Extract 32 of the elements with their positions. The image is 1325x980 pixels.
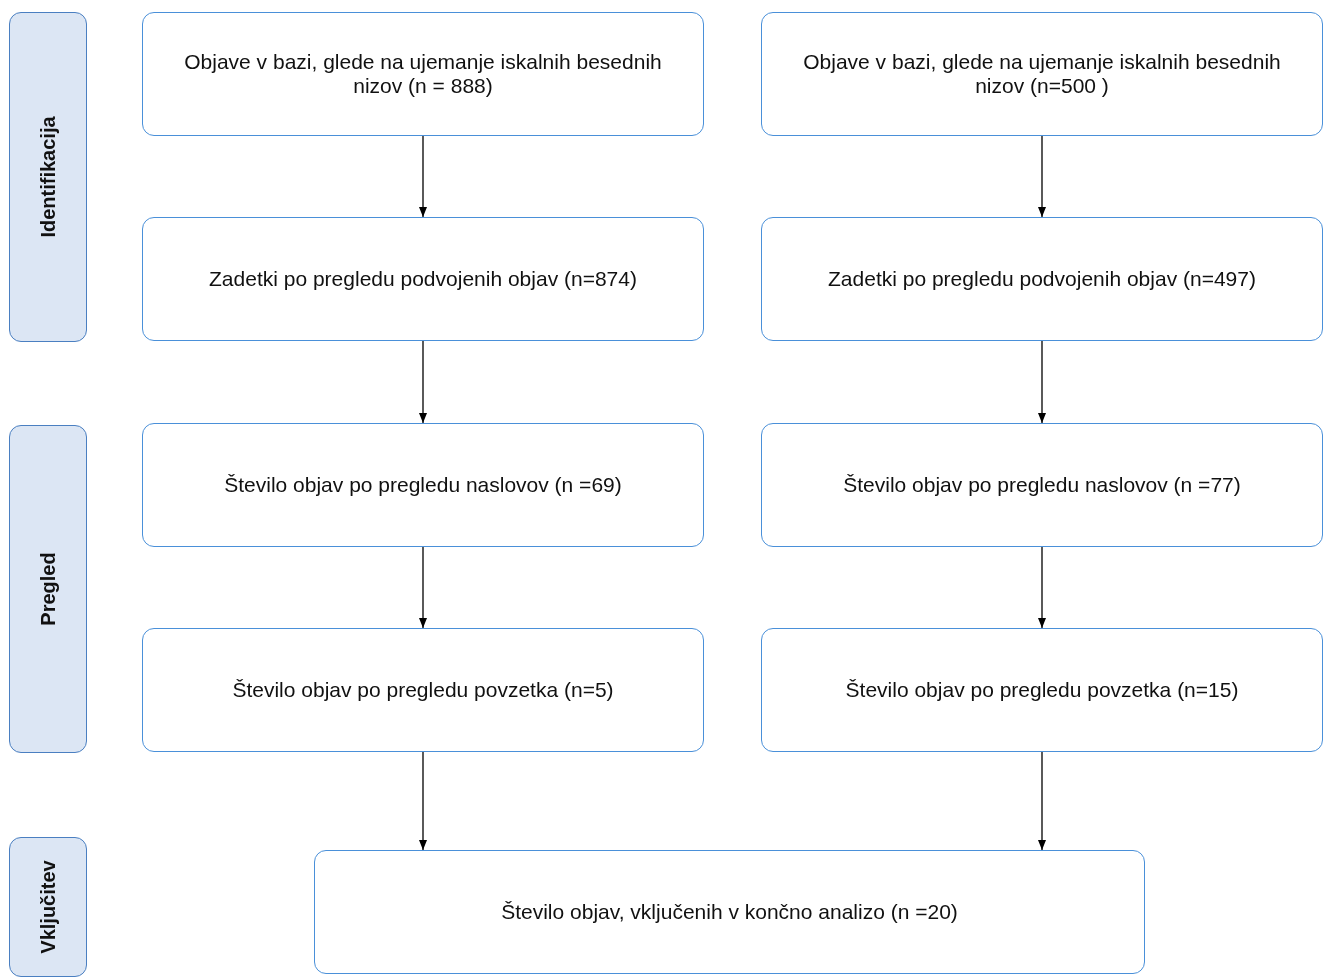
phase-label: Pregled [36,552,60,626]
arrow [1038,135,1046,218]
box-text: Zadetki po pregledu podvojenih objav (n=874) [209,267,637,291]
phase-band [9,837,87,977]
process-box [761,217,1323,341]
box-text: Objave v bazi, glede na ujemanje iskalnih besednih nizov (n = 888) [183,50,663,98]
process-box [142,628,704,752]
arrow [1038,546,1046,629]
arrow [1038,340,1046,424]
box-text: Število objav, vključenih v končno analizo (n =20) [501,900,958,924]
box-text: Zadetki po pregledu podvojenih objav (n=497) [828,267,1256,291]
arrow [1038,751,1046,851]
arrow [419,751,427,851]
process-box [761,12,1323,136]
arrow [419,340,427,424]
process-box [142,217,704,341]
process-box [142,423,704,547]
box-text: Število objav po pregledu povzetka (n=15) [845,678,1239,702]
process-box [761,423,1323,547]
process-box [314,850,1145,974]
arrow [419,546,427,629]
box-text: Število objav po pregledu naslovov (n =69) [224,473,622,497]
phase-label: Identifikacija [36,116,60,238]
process-box [142,12,704,136]
phase-band [9,425,87,753]
phase-band [9,12,87,342]
box-text: Število objav po pregledu povzetka (n=5) [232,678,614,702]
process-box [761,628,1323,752]
phase-label: Vključitev [36,860,60,954]
arrow [419,135,427,218]
box-text: Število objav po pregledu naslovov (n =77) [843,473,1241,497]
box-text: Objave v bazi, glede na ujemanje iskalnih besednih nizov (n=500 ) [802,50,1282,98]
